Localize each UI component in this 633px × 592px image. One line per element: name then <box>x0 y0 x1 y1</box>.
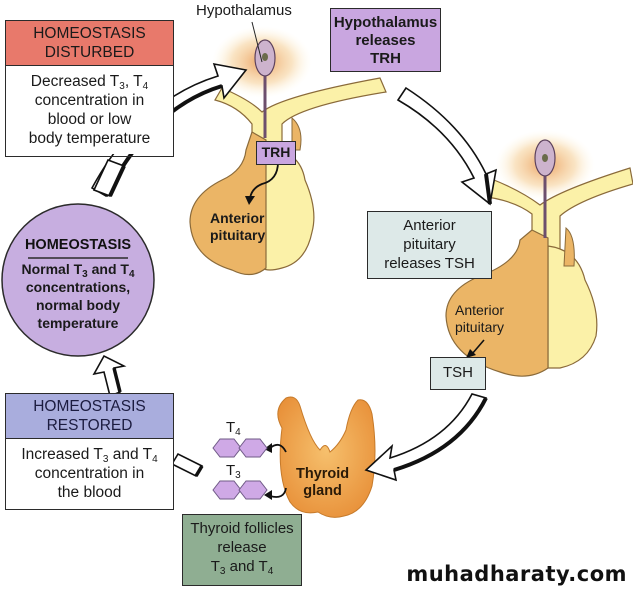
restored-body: Increased T3 and T4 concentration in the… <box>6 439 173 508</box>
thyroid-follicles-release-box: Thyroid follicles release T3 and T4 <box>182 514 302 586</box>
thyroid-gland-label: Thyroid gland <box>296 466 349 500</box>
hypothalamus-box-line1: Hypothalamus <box>333 14 438 31</box>
anterior-pituitary-right-line1: Anterior <box>455 302 505 318</box>
arrow-tsh-to-thyroid <box>364 393 488 482</box>
disturbed-body-line2: concentration in <box>34 92 145 109</box>
t3-release-arrowhead <box>264 490 272 500</box>
arrow-trh-to-pituitary <box>396 86 498 206</box>
hypothalamus-box-line2: releases <box>355 32 416 49</box>
disturbed-body-line1: Decreased T3, T4 <box>30 73 149 92</box>
tsh-pointer-arrow <box>471 339 485 355</box>
anterior-pituitary-right-line2: pituitary <box>455 319 505 335</box>
disturbed-header: HOMEOSTASIS DISTURBED <box>6 21 173 66</box>
thyroid-label-line1: Thyroid <box>296 466 350 482</box>
homeostasis-text: HOMEOSTASIS Normal T3 and T4 concentrati… <box>12 236 144 332</box>
pituitary-releases-tsh-box: Anterior pituitary releases TSH <box>367 211 492 279</box>
restored-header-line1: HOMEOSTASIS <box>33 398 146 415</box>
arrow-shadow-3 <box>393 397 488 472</box>
homeostasis-line2: concentrations, <box>25 279 131 295</box>
trh-arrowhead <box>245 196 255 205</box>
t3-label: T3 <box>226 462 241 481</box>
pituitary-illustration-right <box>445 130 633 377</box>
homeostasis-circle <box>1 203 155 357</box>
restored-body-line3: the blood <box>57 484 122 501</box>
follicles-box-line3: T3 and T4 <box>210 558 274 577</box>
homeostasis-disturbed-box: HOMEOSTASIS DISTURBED Decreased T3, T4 c… <box>5 20 174 157</box>
t4-release-arrowhead <box>264 443 272 453</box>
homeostasis-line3: normal body <box>35 297 120 313</box>
homeostasis-restored-box: HOMEOSTASIS RESTORED Increased T3 and T4… <box>5 393 174 510</box>
neuron-nucleus <box>262 53 268 61</box>
homeostasis-line1: Normal T3 and T4 <box>21 261 135 280</box>
tsh-arrowhead <box>466 349 476 358</box>
anterior-pituitary-top-line1: Anterior <box>210 210 265 226</box>
trh-tag: TRH <box>256 141 296 165</box>
restored-body-line1: Increased T3 and T4 <box>21 446 158 465</box>
trh-curve-arrow <box>249 161 279 199</box>
follicles-box-line1: Thyroid follicles <box>190 520 294 537</box>
homeostasis-header: HOMEOSTASIS <box>24 237 132 253</box>
thyroid-gland-illustration <box>264 396 376 518</box>
posterior-pituitary <box>261 147 315 271</box>
watermark-text: muhadharaty.com <box>406 562 627 586</box>
pituitary-box-line3: releases TSH <box>384 255 475 272</box>
pituitary-box-line1: Anterior <box>403 217 456 234</box>
anterior-pituitary-label-top: Anterior pituitary <box>210 210 265 244</box>
arrow-shadow-5 <box>112 367 122 393</box>
anterior-pituitary-lobe <box>189 131 267 276</box>
arrow-shadow-6 <box>108 165 126 197</box>
t4-label: T4 <box>226 419 241 438</box>
anterior-pituitary-lobe-right <box>445 229 549 377</box>
arrow-shadow-2 <box>484 173 492 205</box>
anterior-pituitary-top-line2: pituitary <box>210 227 266 243</box>
follicles-box-line2: release <box>217 539 267 556</box>
disturbed-body: Decreased T3, T4 concentration in blood … <box>6 66 173 154</box>
neuron-nucleus-right <box>542 154 548 162</box>
t4-molecule <box>212 438 268 458</box>
hypothalamus-box-line3: TRH <box>370 50 401 67</box>
thyroid-label-line2: gland <box>303 483 342 499</box>
hypothalamus-releases-trh-box: Hypothalamus releases TRH <box>330 8 441 72</box>
t3-release-arrow <box>269 487 287 498</box>
arrow-shadow-4 <box>194 465 204 477</box>
pars-tuberalis-right <box>563 227 575 267</box>
disturbed-body-line4: body temperature <box>28 130 151 147</box>
restored-body-line2: concentration in <box>34 465 145 482</box>
hypothalamus-label: Hypothalamus <box>196 2 292 19</box>
thyroid-gland-shape <box>277 396 376 518</box>
homeostasis-line4: temperature <box>37 315 119 331</box>
disturbed-body-line3: blood or low <box>47 111 132 128</box>
disturbed-header-line1: HOMEOSTASIS <box>33 25 146 42</box>
disturbed-header-line2: DISTURBED <box>44 44 135 61</box>
hypothalamus-pointer <box>251 21 263 63</box>
restored-header: HOMEOSTASIS RESTORED <box>6 394 173 439</box>
t3-molecule <box>212 480 268 500</box>
restored-header-line2: RESTORED <box>46 417 133 434</box>
tsh-tag: TSH <box>430 357 486 390</box>
anterior-pituitary-label-right: Anterior pituitary <box>455 302 504 336</box>
pituitary-box-line2: pituitary <box>403 236 456 253</box>
